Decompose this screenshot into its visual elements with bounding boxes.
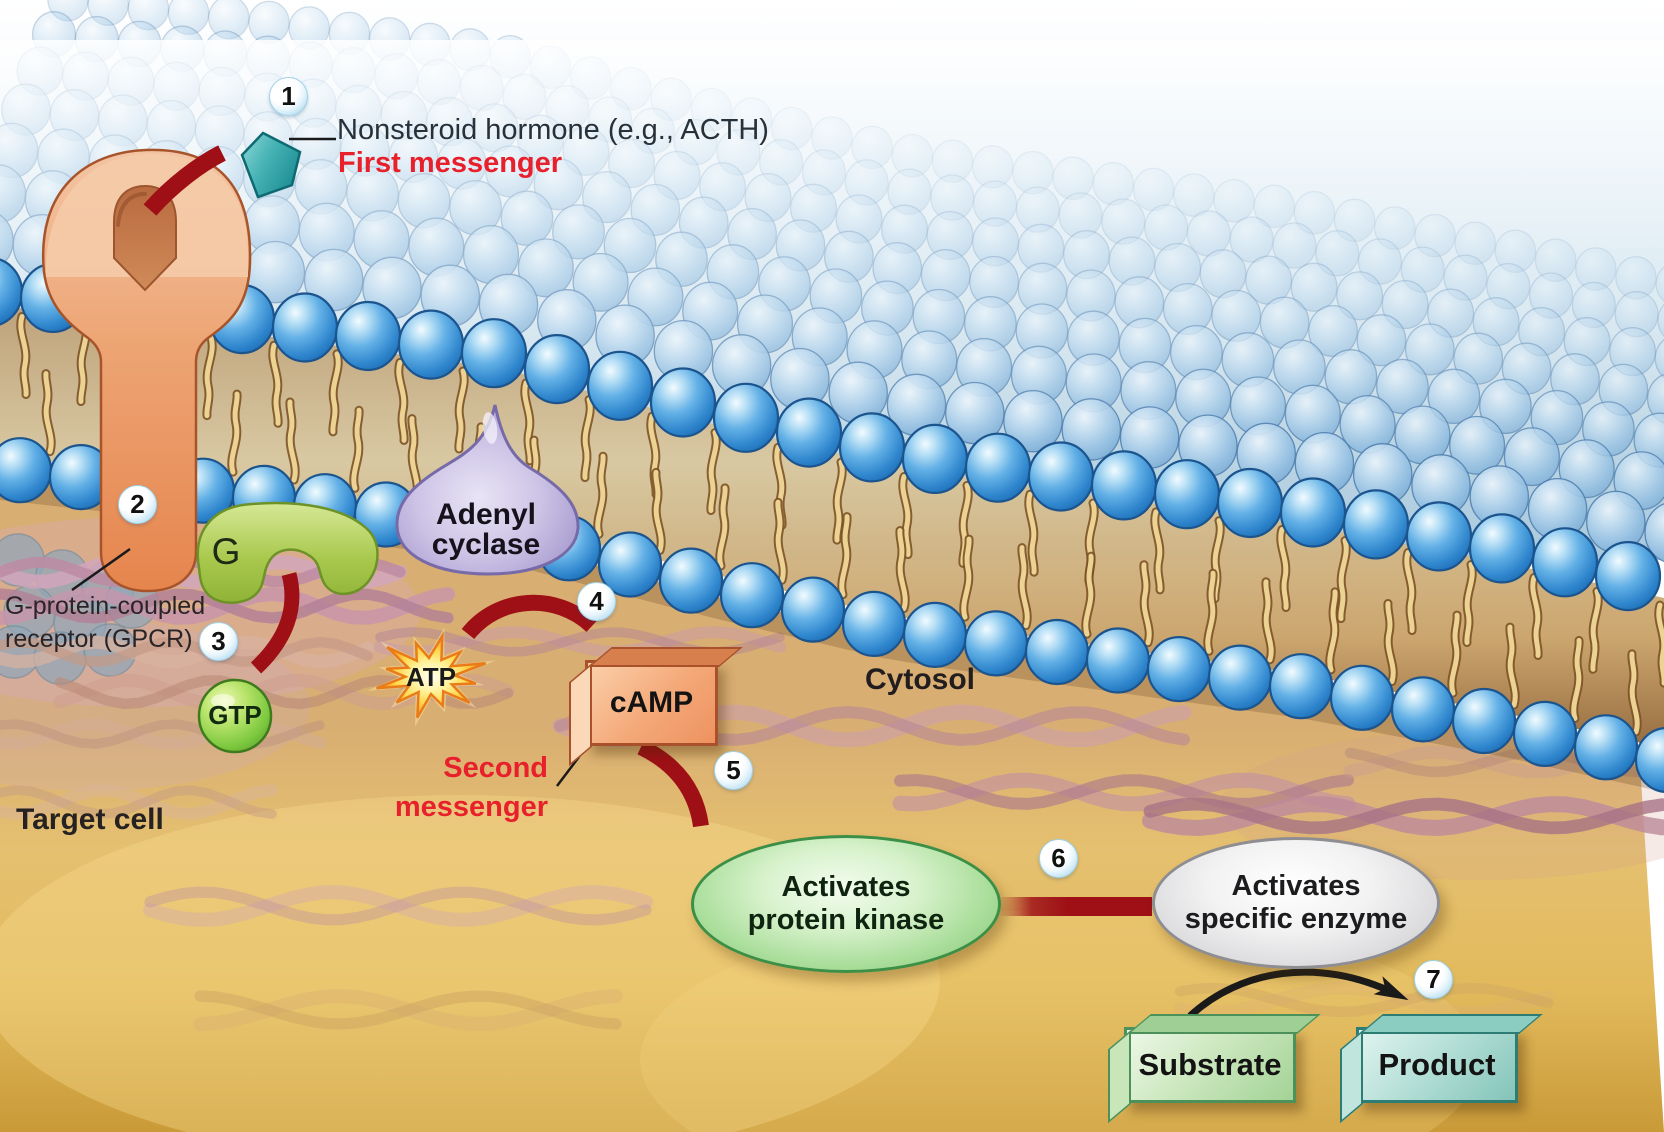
gpcr-receptor-shape bbox=[41, 148, 252, 593]
cytosol-label: Cytosol bbox=[864, 663, 975, 696]
target-cell-label: Target cell bbox=[16, 803, 164, 836]
step-badge-4: 4 bbox=[577, 582, 616, 621]
specific-enzyme-ellipse: Activates specific enzyme bbox=[1152, 837, 1440, 969]
substrate-label: Substrate bbox=[1138, 1047, 1282, 1082]
step-badge-3: 3 bbox=[199, 622, 238, 661]
substrate-box: Substrate bbox=[1124, 1027, 1296, 1103]
adenyl-highlight bbox=[482, 412, 498, 444]
camp-box: cAMP bbox=[585, 660, 718, 746]
product-box: Product bbox=[1356, 1027, 1518, 1103]
protein-kinase-ellipse: Activates protein kinase bbox=[691, 835, 1001, 973]
catalysis-arrow bbox=[1187, 968, 1409, 1019]
atp-star bbox=[367, 627, 496, 727]
binding-arrow bbox=[143, 145, 226, 216]
gtp-molecule bbox=[197, 678, 273, 754]
hormone-icon bbox=[240, 131, 302, 199]
step-badge-6: 6 bbox=[1039, 839, 1078, 878]
step-badge-1: 1 bbox=[269, 77, 308, 116]
hormone-name-label: Nonsteroid hormone (e.g., ACTH) bbox=[337, 114, 769, 146]
adenyl-cyclase-label: Adenyl cyclase bbox=[431, 498, 541, 561]
adenyl-cyclase-shape bbox=[395, 404, 580, 576]
step-badge-2: 2 bbox=[118, 485, 157, 524]
gtp-label: GTP bbox=[208, 700, 262, 730]
signal-arrows bbox=[71, 137, 1409, 1019]
product-label: Product bbox=[1378, 1047, 1496, 1082]
step-badge-5: 5 bbox=[714, 751, 753, 790]
second-messenger-label: Second messenger bbox=[394, 752, 548, 823]
gpcr-label: G-protein-coupled receptor (GPCR) bbox=[5, 592, 206, 653]
camp-label: cAMP bbox=[609, 686, 694, 719]
step-badge-7: 7 bbox=[1414, 960, 1453, 999]
phospholipid-bilayer bbox=[0, 0, 1664, 793]
atp-label: ATP bbox=[405, 662, 457, 692]
g-protein-label: G bbox=[211, 531, 241, 572]
g-protein-shape bbox=[196, 501, 379, 604]
first-messenger-label: First messenger bbox=[338, 147, 563, 179]
